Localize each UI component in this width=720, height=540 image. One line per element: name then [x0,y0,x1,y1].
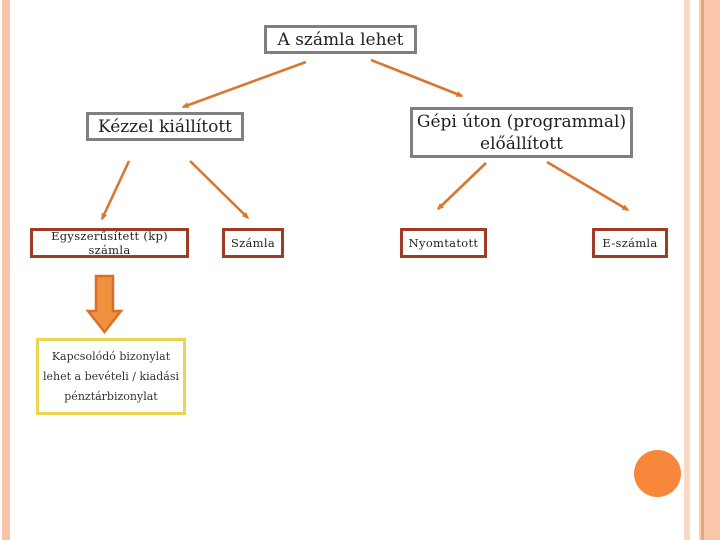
branch-node-machine-label-line2: előállított [480,133,563,154]
note-box-related-receipt: Kapcsolódó bizonylat lehet a bevételi / … [36,338,186,415]
root-node-invoice-can-be: A számla lehet [264,25,417,54]
leaf-node-printed-label: Nyomtatott [408,236,479,250]
leaf-node-e-invoice-label: E-számla [602,236,658,250]
branch-node-machine-label-line1: Gépi úton (programmal) [416,111,627,132]
block-down-arrow-icon [85,274,124,335]
note-line-3: pénztárbizonylat [64,389,158,403]
root-node-label: A számla lehet [277,29,404,50]
connector-root-to-machine [370,58,464,98]
leaf-node-printed: Nyomtatott [400,228,487,258]
right-border-stripe-4 [704,0,720,540]
right-border-stripe-3 [701,0,704,540]
connector-manual-to-szamla [189,160,250,220]
leaf-node-szamla-label: Számla [230,236,276,250]
right-border-stripe-1 [684,0,690,540]
note-line-2: lehet a bevételi / kiadási [42,369,180,383]
note-line-1: Kapcsolódó bizonylat [51,349,171,363]
decorative-circle [634,450,681,497]
branch-node-manual: Kézzel kiállított [86,112,244,141]
connector-manual-to-simplified [100,160,131,221]
connector-root-to-manual [181,60,307,109]
branch-node-manual-label: Kézzel kiállított [97,116,233,137]
right-border-stripe-2 [699,0,701,540]
leaf-node-simplified-label: Egyszerűsített (kp) számla [51,229,168,257]
branch-node-machine: Gépi úton (programmal) előállított [410,107,633,158]
connector-machine-to-einvoice [546,160,630,212]
leaf-node-e-invoice: E-számla [592,228,668,258]
leaf-node-simplified-invoice: Egyszerűsített (kp) számla [30,228,189,258]
leaf-node-szamla: Számla [222,228,284,258]
connector-machine-to-printed [436,162,487,211]
left-border-stripe [2,0,10,540]
